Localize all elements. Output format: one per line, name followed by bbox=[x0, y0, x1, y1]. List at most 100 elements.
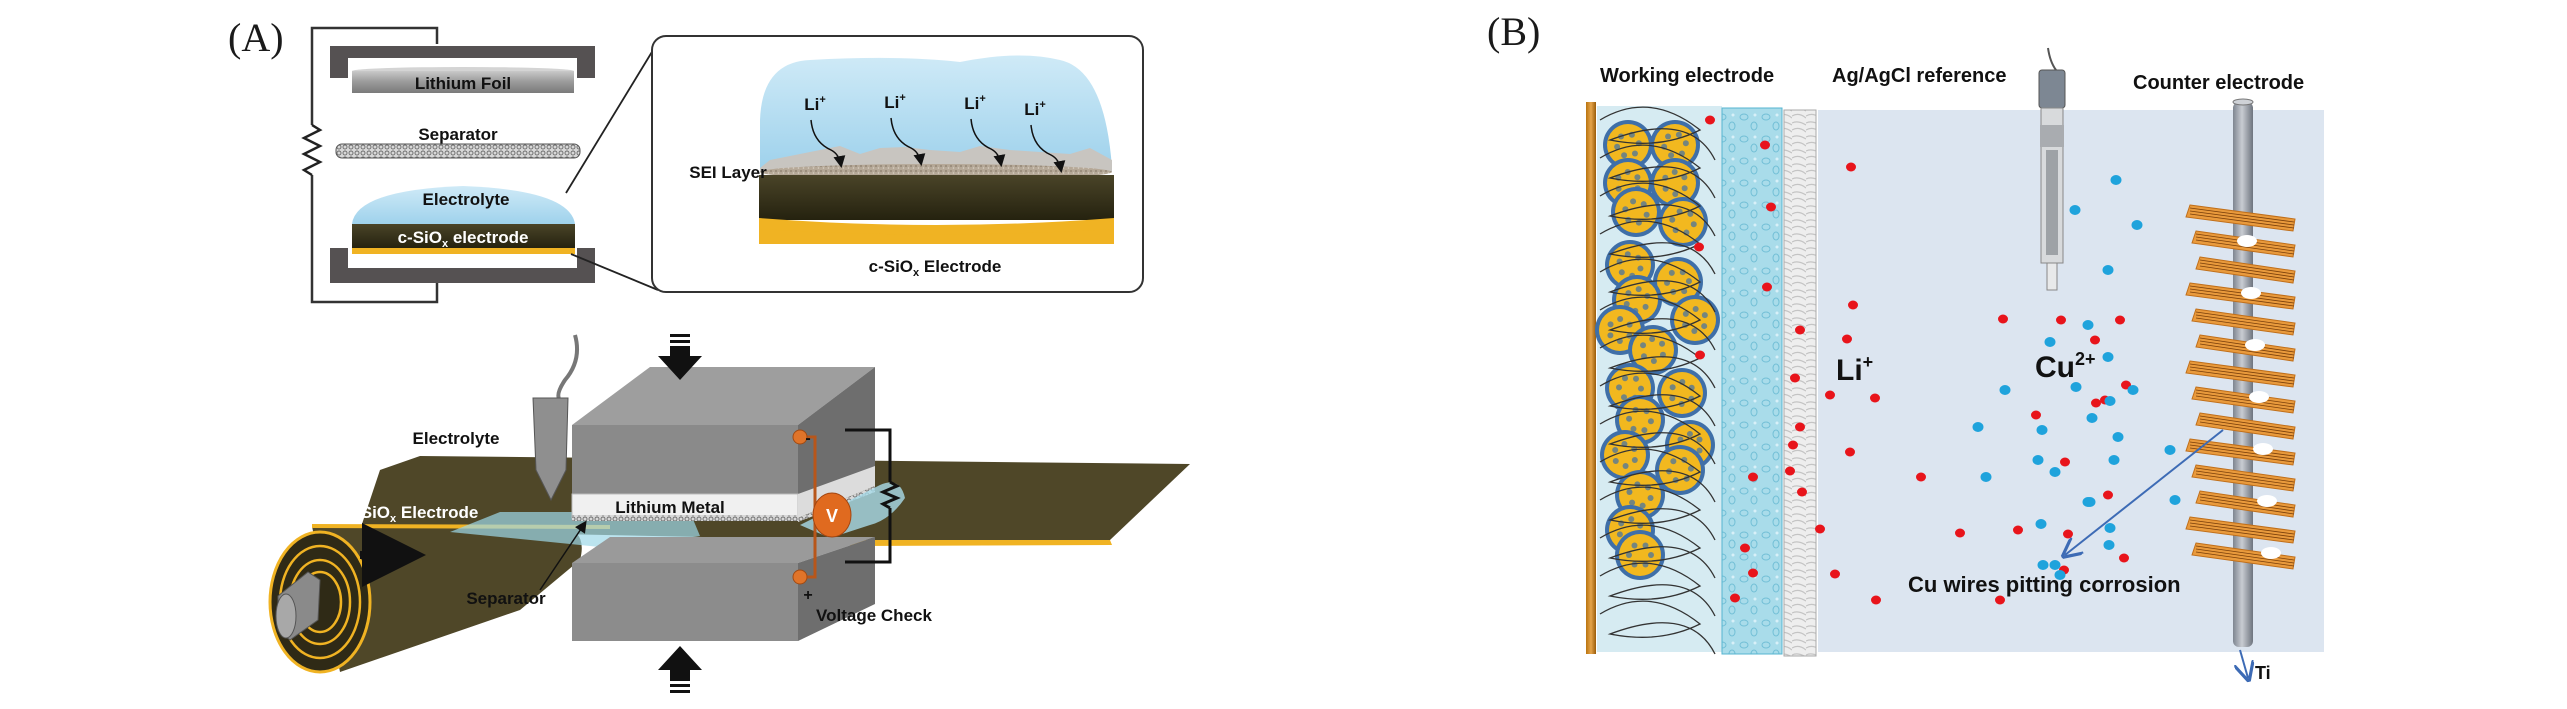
corrosion-pit bbox=[2245, 339, 2265, 351]
cu-ion-dot bbox=[2169, 495, 2181, 505]
cu-ion-dot bbox=[2070, 382, 2082, 392]
inset-copper-curve bbox=[759, 218, 1114, 235]
cu-ion-dot bbox=[2131, 220, 2143, 230]
li-ion-dot bbox=[1788, 440, 1798, 450]
particle-core bbox=[1661, 372, 1703, 414]
binder-strand bbox=[1599, 296, 1716, 351]
li-ion-dot bbox=[2013, 525, 2023, 535]
prelithiation-apparatus: V - + Electrolyte c-SiOx Electrode Lithi… bbox=[268, 334, 1190, 693]
wire-strand bbox=[2189, 213, 2295, 229]
three-electrode-cell: Working electrode Ag/AgCl reference Coun… bbox=[1586, 47, 2324, 683]
electrolyte-droplet bbox=[352, 186, 575, 224]
particle-pore bbox=[1647, 495, 1654, 502]
particle-pore bbox=[1690, 221, 1697, 228]
particle-pore bbox=[1642, 561, 1649, 568]
press-arrow-top bbox=[658, 334, 702, 380]
upper-block-top bbox=[572, 367, 875, 425]
wire-strand bbox=[2195, 314, 2295, 330]
cu-ion-dot bbox=[2037, 560, 2049, 570]
cu-ion-dot bbox=[2110, 175, 2122, 185]
cu-ion-dot bbox=[2069, 205, 2081, 215]
wire-strand bbox=[2199, 343, 2295, 359]
binder-network bbox=[1599, 106, 1716, 655]
copper-foil bbox=[352, 248, 575, 254]
binder-strand bbox=[1599, 334, 1716, 389]
ti-label: Ti bbox=[2255, 663, 2271, 683]
cu-ion-label: Cu2+ bbox=[2035, 349, 2096, 384]
copper-coils bbox=[2185, 204, 2296, 570]
particle-pore bbox=[1631, 542, 1638, 549]
li-ion-dot bbox=[1825, 390, 1835, 400]
li-ion-dot bbox=[1705, 115, 1715, 125]
li-ion-dot bbox=[1694, 242, 1704, 252]
cu-ion-dot bbox=[2054, 570, 2066, 580]
li-ion-label: Li+ bbox=[804, 94, 826, 114]
binder-strand bbox=[1599, 524, 1716, 579]
c-siox-electrode bbox=[352, 224, 575, 248]
particle-pore bbox=[1682, 310, 1689, 317]
particle-core bbox=[1654, 124, 1696, 166]
particle-pore bbox=[1671, 169, 1678, 176]
li-ion-dot bbox=[1785, 466, 1795, 476]
particle-core bbox=[1632, 329, 1674, 371]
particle-pore bbox=[1647, 418, 1654, 425]
particle-pore bbox=[1670, 458, 1677, 465]
resistor-wire bbox=[845, 428, 892, 564]
particle-pore bbox=[1642, 542, 1649, 549]
li-ion-dot bbox=[1695, 350, 1705, 360]
particle-pore bbox=[1692, 306, 1699, 313]
cu-ion-dot bbox=[1999, 385, 2011, 395]
cu-ion-dot bbox=[2032, 455, 2044, 465]
particle-pore bbox=[1637, 265, 1644, 272]
top-casing bbox=[330, 46, 595, 78]
particle-pore bbox=[1696, 447, 1703, 454]
li-ion-dot bbox=[1795, 422, 1805, 432]
cu-ion-dot bbox=[2164, 445, 2176, 455]
wire-strand bbox=[2195, 551, 2295, 567]
plus-sign: + bbox=[803, 587, 812, 604]
nozzle-tube bbox=[556, 334, 579, 402]
voltmeter-label: V bbox=[826, 506, 838, 526]
wire-strand bbox=[2199, 265, 2295, 281]
zoom-line-bottom bbox=[570, 253, 659, 291]
li-ion-dot bbox=[1748, 568, 1758, 578]
li-ion-dot bbox=[2103, 490, 2113, 500]
particle-pore bbox=[1681, 174, 1688, 181]
li-ion-label: Li+ bbox=[884, 92, 906, 112]
li-ion-dot bbox=[1730, 593, 1740, 603]
li-ion-dot bbox=[2060, 457, 2070, 467]
li-ion-dot bbox=[1916, 472, 1926, 482]
working-electrode-label: Working electrode bbox=[1600, 65, 1774, 87]
li-ion-dot bbox=[1815, 524, 1825, 534]
wire-strand bbox=[2189, 291, 2295, 307]
cu-ion-dot bbox=[2103, 540, 2115, 550]
particle-pore bbox=[1668, 152, 1675, 159]
corrosion-pit bbox=[2257, 495, 2277, 507]
li-ion-dot bbox=[1998, 314, 2008, 324]
wire-strand bbox=[2199, 499, 2295, 515]
lithium-foil-label: Lithium Foil bbox=[415, 74, 511, 93]
binder-strand bbox=[1599, 220, 1716, 275]
wire-strand bbox=[2195, 473, 2295, 489]
wire-strand bbox=[2199, 421, 2295, 437]
corrosion-pit bbox=[2237, 235, 2257, 247]
particle-pore bbox=[1644, 293, 1651, 300]
particle-core bbox=[1619, 534, 1661, 576]
particle-pore bbox=[1669, 395, 1676, 402]
sei-inset: Li+Li+Li+Li+ SEI Layer c-SiOx Electrode bbox=[651, 35, 1144, 293]
electrode-roll-end bbox=[268, 530, 372, 674]
particle-pore bbox=[1665, 133, 1672, 140]
counter-electrode-label: Counter electrode bbox=[2133, 72, 2304, 94]
particle-pore bbox=[1616, 384, 1623, 391]
cu-ion-dot bbox=[2127, 385, 2139, 395]
li-ion-dot bbox=[2056, 315, 2066, 325]
zoom-line-top bbox=[565, 41, 659, 194]
cu-ion-dot bbox=[2102, 352, 2114, 362]
cu-ion-dot bbox=[2104, 396, 2116, 406]
particle-pore bbox=[1620, 394, 1627, 401]
particle-pore bbox=[1626, 552, 1632, 559]
lower-block-top bbox=[572, 537, 875, 563]
particle-core bbox=[1654, 162, 1696, 204]
wire-strand bbox=[2189, 444, 2295, 460]
cu-ion-dot bbox=[1972, 422, 1984, 432]
